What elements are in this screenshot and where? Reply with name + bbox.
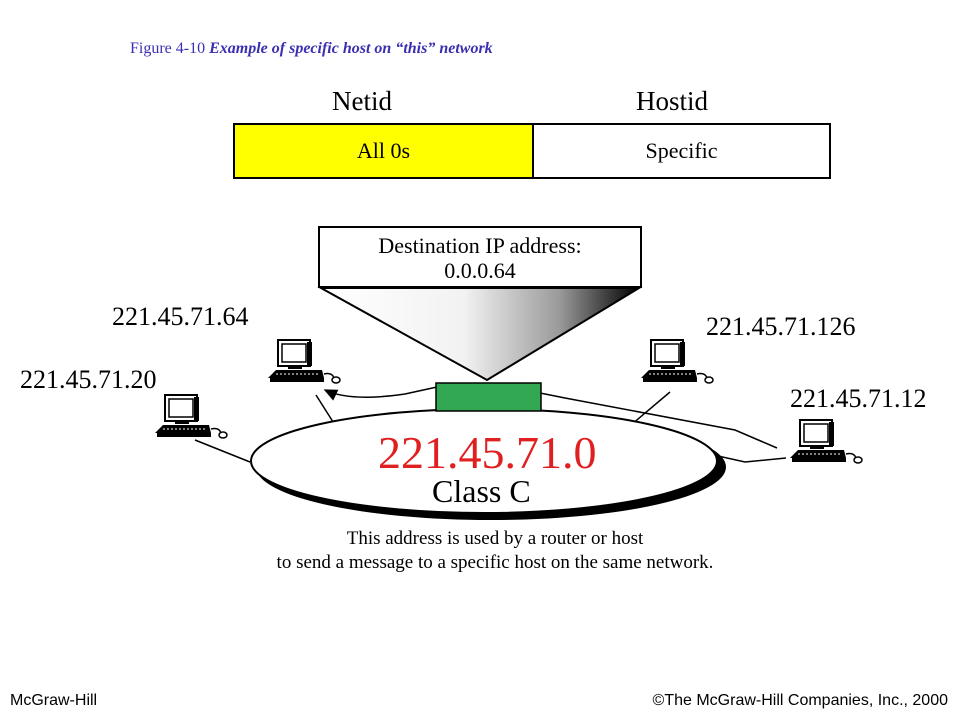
explanation-note: This address is used by a router or host… [200,527,790,575]
network-address: 221.45.71.0 [378,427,597,478]
hostid-label: Hostid [636,86,709,116]
computer-icon [154,394,228,439]
destination-label: Destination IP address: [378,233,582,258]
link-host-64 [315,394,336,426]
network-class: Class C [432,473,531,509]
footer-copyright: ©The McGraw-Hill Companies, Inc., 2000 [652,692,948,709]
network-ellipse [250,408,726,520]
figure-label: Figure 4-10 [130,40,206,57]
figure-caption: Figure 4-10 Example of specific host on … [130,40,493,58]
netid-label: Netid [332,86,392,116]
computer-icon [789,419,863,464]
destination-value: 0.0.0.64 [444,258,516,283]
hostid-field: Specific [532,123,831,179]
note-line-2: to send a message to a specific host on … [276,552,714,573]
footer-publisher: McGraw-Hill [10,692,98,709]
netid-field: All 0s [233,123,534,179]
computer-icon [267,339,341,384]
hostid-value: Specific [645,138,718,163]
link-host-20 [194,439,251,463]
packet-box [435,382,542,412]
netid-value: All 0s [356,138,411,163]
link-host-12-upper [539,392,778,449]
computer-icon [640,339,714,384]
packet-to-host-arrow [323,386,438,401]
host-ip-label: 221.45.71.64 [112,302,249,331]
host-ip-label: 221.45.71.126 [706,312,856,341]
destination-callout [317,226,643,382]
note-line-1: This address is used by a router or host [346,528,644,549]
figure-title: Example of specific host on “this” netwo… [209,40,493,57]
host-ip-label: 221.45.71.20 [20,365,157,394]
destination-text: Destination IP address: 0.0.0.64 [319,233,641,283]
host-ip-label: 221.45.71.12 [790,384,927,413]
